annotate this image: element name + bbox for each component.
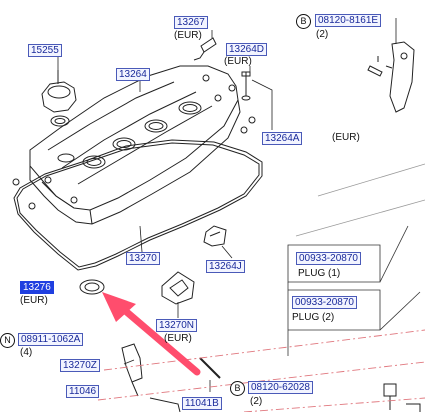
- part-00933-20870-plug1-label[interactable]: 00933-20870: [296, 252, 361, 265]
- part-15255-label[interactable]: 15255: [28, 44, 62, 57]
- part-08120-8161e-label[interactable]: 08120-8161E: [315, 14, 382, 27]
- eur-note: (EUR): [332, 132, 360, 143]
- ref-marker-b: B: [296, 14, 311, 29]
- part-00933-20870-plug2-label[interactable]: 00933-20870: [292, 296, 357, 309]
- quantity-note: (2): [250, 396, 263, 407]
- cover-top: [29, 65, 239, 211]
- part-13264a-label[interactable]: 13264A: [262, 132, 303, 145]
- part-08911-1062a-label[interactable]: 08911-1062A: [18, 333, 84, 346]
- pointer-arrow: [102, 292, 136, 322]
- oil-seal: [79, 279, 105, 295]
- eur-note: (EUR): [174, 30, 202, 41]
- part-13276-label-selected[interactable]: 13276: [20, 281, 54, 294]
- quantity-note: (4): [20, 347, 33, 358]
- eur-note: (EUR): [224, 56, 252, 67]
- quantity-note: (2): [316, 29, 329, 40]
- bracket: [389, 41, 415, 113]
- eur-note: (EUR): [20, 295, 48, 306]
- part-13267-label[interactable]: 13267: [174, 16, 208, 29]
- eur-note: (EUR): [164, 333, 192, 344]
- part-11046-label[interactable]: 11046: [66, 385, 100, 398]
- rubber-block: [161, 271, 195, 305]
- part-13270-label[interactable]: 13270: [126, 252, 160, 265]
- plug-box-2: [288, 289, 381, 331]
- oil-cap: [41, 81, 77, 113]
- ref-marker-n: N: [0, 333, 15, 348]
- plug-note-1: PLUG (1): [298, 268, 341, 279]
- part-11041b-label[interactable]: 11041B: [182, 397, 222, 410]
- plug-note-2: PLUG (2): [292, 312, 335, 323]
- part-13270n-label[interactable]: 13270N: [156, 319, 198, 332]
- part-08120-62028-label[interactable]: 08120-62028: [248, 381, 313, 394]
- ref-marker-b: B: [230, 381, 245, 396]
- part-13264j-label[interactable]: 13264J: [206, 260, 245, 273]
- part-13264d-label[interactable]: 13264D: [226, 43, 268, 56]
- part-13264-label[interactable]: 13264: [116, 68, 150, 81]
- gasket-outline: [13, 139, 263, 271]
- part-13270z-label[interactable]: 13270Z: [60, 359, 100, 372]
